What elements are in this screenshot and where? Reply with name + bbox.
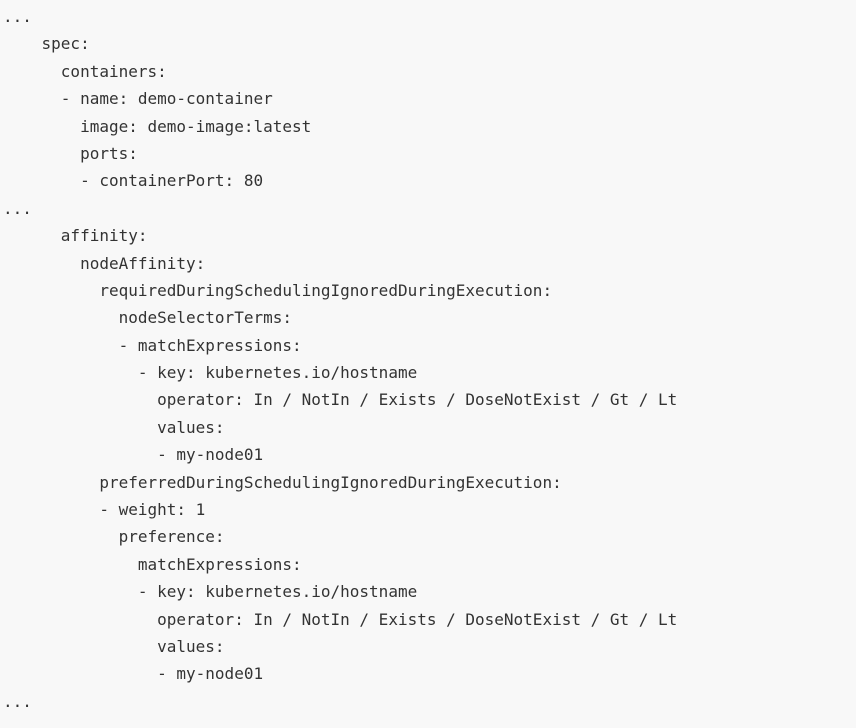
code-line: nodeAffinity: xyxy=(3,253,206,273)
code-line: spec: xyxy=(3,34,90,54)
code-line: containers: xyxy=(3,61,167,81)
code-line: affinity: xyxy=(3,226,148,246)
code-line: values: xyxy=(3,636,225,656)
code-line: matchExpressions: xyxy=(3,554,302,574)
code-line: operator: In / NotIn / Exists / DoseNotE… xyxy=(3,609,678,629)
code-line: nodeSelectorTerms: xyxy=(3,308,292,328)
code-line: - weight: 1 xyxy=(3,500,206,520)
code-line: - my-node01 xyxy=(3,445,264,465)
code-line: preferredDuringSchedulingIgnoredDuringEx… xyxy=(3,472,562,492)
code-line: - key: kubernetes.io/hostname xyxy=(3,582,418,602)
code-line: ... xyxy=(3,691,32,711)
code-line: image: demo-image:latest xyxy=(3,116,312,136)
code-line: values: xyxy=(3,417,225,437)
code-line: ... xyxy=(3,198,32,218)
code-line: operator: In / NotIn / Exists / DoseNotE… xyxy=(3,390,678,410)
code-line: - containerPort: 80 xyxy=(3,171,264,191)
code-line: - matchExpressions: xyxy=(3,335,302,355)
code-line: ... xyxy=(3,7,32,26)
code-line: requiredDuringSchedulingIgnoredDuringExe… xyxy=(3,280,553,300)
code-line: preference: xyxy=(3,527,225,547)
code-line: - name: demo-container xyxy=(3,89,273,109)
code-line: ports: xyxy=(3,143,138,163)
code-line: - key: kubernetes.io/hostname xyxy=(3,363,418,383)
code-line: - my-node01 xyxy=(3,664,264,684)
